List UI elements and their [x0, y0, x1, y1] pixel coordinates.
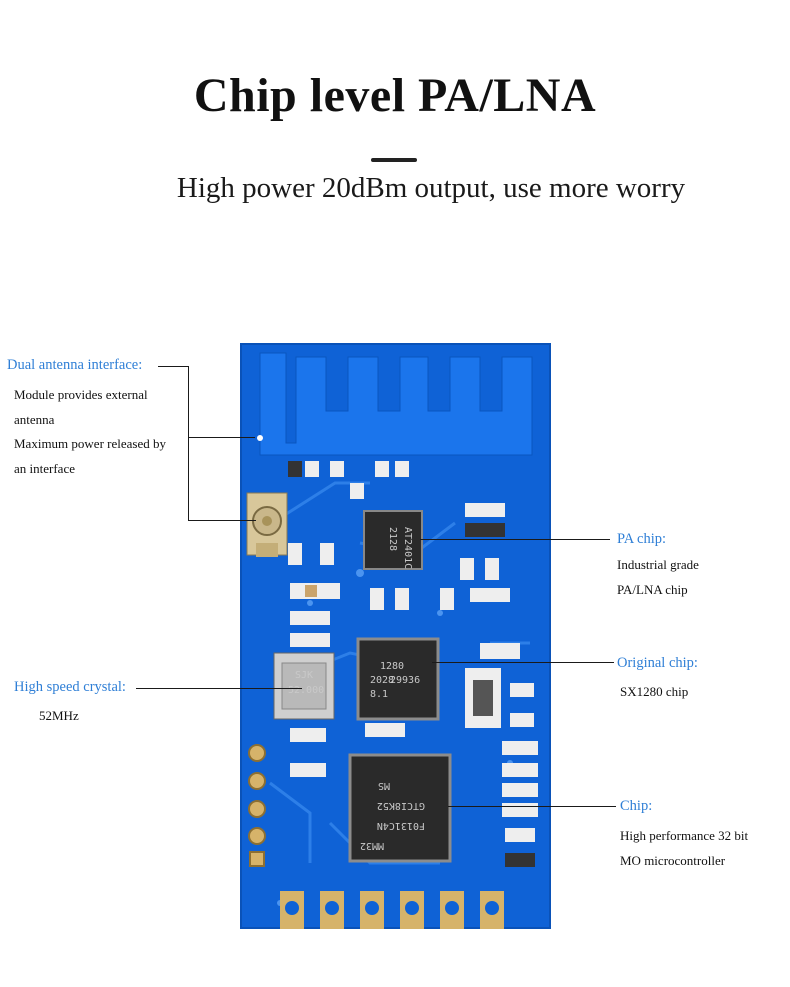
pcb-module-image: AT2401C 2128 1280 2028 29936 8.1 SJK 52.… [240, 343, 551, 929]
callout-text-antenna: Module provides external antenna Maximum… [14, 383, 189, 481]
callout-line: antenna [14, 411, 55, 427]
crystal-marking-1: SJK [295, 670, 313, 681]
callout-text-crystal: 52MHz [39, 704, 79, 729]
leader-line-crystal [136, 688, 302, 689]
title-divider [371, 158, 417, 162]
smd-components [288, 461, 538, 867]
callout-line: High performance 32 bit [620, 828, 749, 843]
pa-marking-2: 2128 [387, 527, 398, 551]
leader-line-mcu [448, 806, 616, 807]
leader-line-antenna-h1 [158, 366, 189, 367]
sx-marking-4: 8.1 [370, 689, 388, 700]
callout-text-pa: Industrial grade PA/LNA chip [617, 553, 699, 602]
callout-line: PA/LNA chip [617, 581, 688, 597]
sx-marking-2: 2028 [370, 675, 394, 686]
pcb-antenna-trace [259, 352, 533, 456]
mcu-chip: MM32 F0131C4N GTCI8K52 MS [348, 753, 452, 863]
leader-line-sx [432, 662, 614, 663]
page-subtitle: High power 20dBm output, use more worry [176, 172, 686, 204]
page-title: Chip level PA/LNA [193, 69, 597, 122]
callout-line: Industrial grade [617, 557, 699, 572]
mcu-marking-2: F0131C4N [377, 820, 425, 831]
leader-line-antenna-h2 [188, 520, 256, 521]
callout-line: MO microcontroller [620, 852, 726, 868]
callout-text-mcu: High performance 32 bit MO microcontroll… [620, 824, 748, 873]
callout-line: an interface [14, 460, 75, 476]
callout-line: 52MHz [39, 708, 79, 723]
callout-title-crystal: High speed crystal: [14, 679, 126, 695]
sx1280-chip: 1280 2028 29936 8.1 [356, 637, 440, 721]
sx-marking-1: 1280 [380, 661, 404, 672]
callout-title-pa: PA chip: [617, 531, 667, 547]
crystal-marking-2: 52.000 [288, 685, 324, 696]
callout-text-sx: SX1280 chip [620, 680, 688, 705]
pa-chip: AT2401C 2128 [363, 510, 423, 570]
callout-title-sx: Original chip: [617, 655, 698, 671]
leader-line-pa [420, 539, 610, 540]
mcu-marking-4: MS [378, 780, 390, 791]
side-pads [248, 744, 266, 867]
ufl-connector [246, 492, 288, 557]
callout-line: Module provides external [14, 387, 148, 402]
callout-line: Maximum power released by [14, 436, 166, 451]
bottom-pads [280, 891, 504, 929]
mcu-marking-1: MM32 [360, 840, 384, 851]
pcb-drawing: AT2401C 2128 1280 2028 29936 8.1 SJK 52.… [246, 352, 538, 929]
pa-marking-1: AT2401C [402, 527, 413, 569]
callout-title-mcu: Chip: [620, 798, 653, 814]
leader-line-antenna-h3 [188, 437, 255, 438]
mcu-marking-3: GTCI8K52 [377, 800, 425, 811]
callout-line: SX1280 chip [620, 684, 689, 699]
sx-marking-3: 29936 [390, 675, 420, 686]
callout-title-antenna: Dual antenna interface: [7, 357, 143, 373]
leader-line-antenna-v [188, 366, 189, 521]
crystal: SJK 52.000 [273, 652, 335, 720]
